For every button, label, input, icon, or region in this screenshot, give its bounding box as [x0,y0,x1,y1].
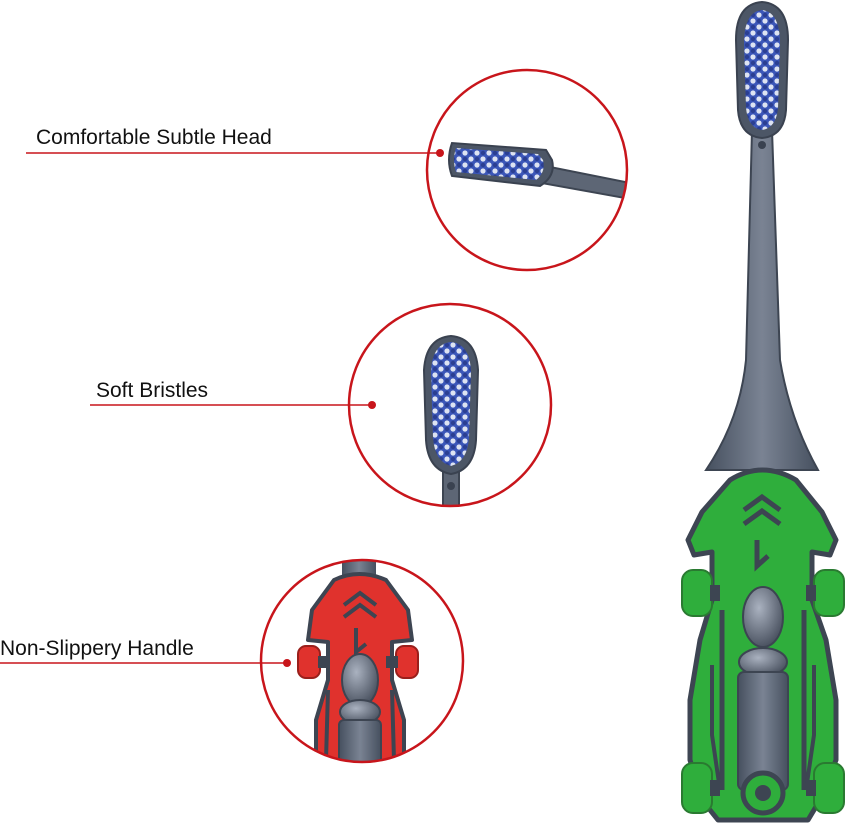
bristles-detail-circle [347,302,553,508]
callout-label-handle: Non-Slippery Handle [0,637,194,660]
toothbrush-image [681,0,845,823]
callout-label-head: Comfortable Subtle Head [36,126,272,149]
handle-detail-circle [259,558,465,764]
callout-label-bristles: Soft Bristles [96,379,209,402]
head-detail-circle [425,68,629,272]
